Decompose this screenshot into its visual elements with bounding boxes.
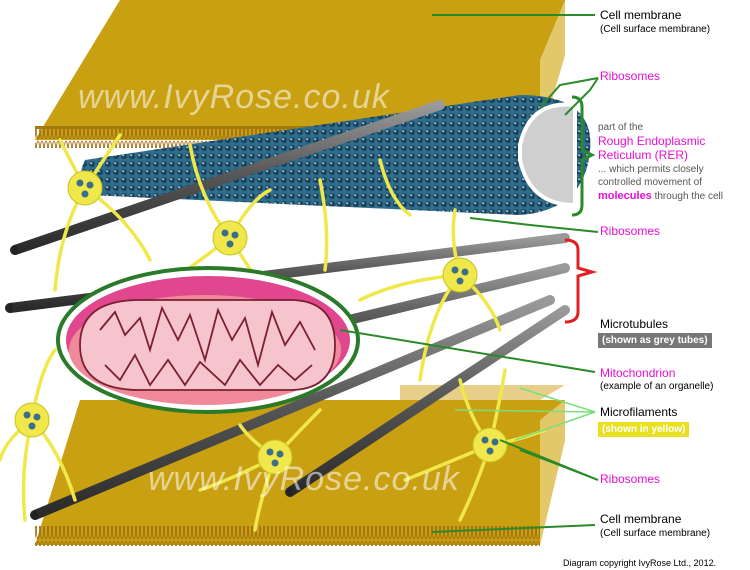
- filament-node: [14, 402, 50, 438]
- filament-nodes: [14, 170, 508, 475]
- label-mitochondrion: Mitochondrion: [600, 366, 676, 380]
- filament-node: [212, 220, 248, 256]
- rer-bracket: [571, 95, 596, 217]
- label-mitochondrion-sub: (example of an organelle): [600, 381, 714, 392]
- mitochondrion: [56, 266, 360, 414]
- label-ribosomes-2: Ribosomes: [600, 224, 661, 238]
- microtubules-bracket: [564, 238, 598, 324]
- label-cell-membrane-bottom: Cell membrane: [600, 512, 682, 526]
- label-rer-molecules: molecules: [598, 190, 652, 202]
- filament-node: [442, 257, 478, 293]
- watermark-top: www.IvyRose.co.uk: [78, 78, 390, 116]
- label-rer-part-of: part of the: [598, 122, 644, 133]
- badge-microtubules: (shown as grey tubes): [598, 333, 712, 348]
- filament-node: [67, 170, 103, 206]
- label-rer-name-2: Reticulum (RER): [598, 148, 689, 162]
- label-cell-membrane-top: Cell membrane: [600, 8, 682, 22]
- label-rer-desc-end: through the cell: [651, 191, 723, 202]
- label-rer-desc-2: controlled movement of: [598, 177, 702, 188]
- label-ribosomes-3: Ribosomes: [600, 472, 661, 486]
- filament-node: [472, 427, 508, 463]
- badge-microfilaments: (shown in yellow): [598, 422, 690, 437]
- copyright-credit: Diagram copyright IvyRose Ltd., 2012.: [563, 558, 717, 568]
- leader-lines: [339, 14, 599, 533]
- label-ribosomes-1: Ribosomes: [600, 69, 661, 83]
- label-rer-name-1: Rough Endoplasmic: [598, 134, 706, 148]
- label-cell-membrane-top-sub: (Cell surface membrane): [600, 24, 711, 35]
- label-microfilaments: Microfilaments: [600, 405, 678, 419]
- label-rer-desc-3: molecules through the cell: [598, 190, 723, 203]
- label-microtubules: Microtubules: [600, 317, 669, 331]
- watermark-bottom: www.IvyRose.co.uk: [148, 460, 460, 498]
- filament-node: [257, 439, 293, 475]
- label-rer-desc-1: ... which permits closely: [598, 164, 704, 175]
- microfilament-leaders: [454, 387, 596, 441]
- label-cell-membrane-bottom-sub: (Cell surface membrane): [600, 528, 711, 539]
